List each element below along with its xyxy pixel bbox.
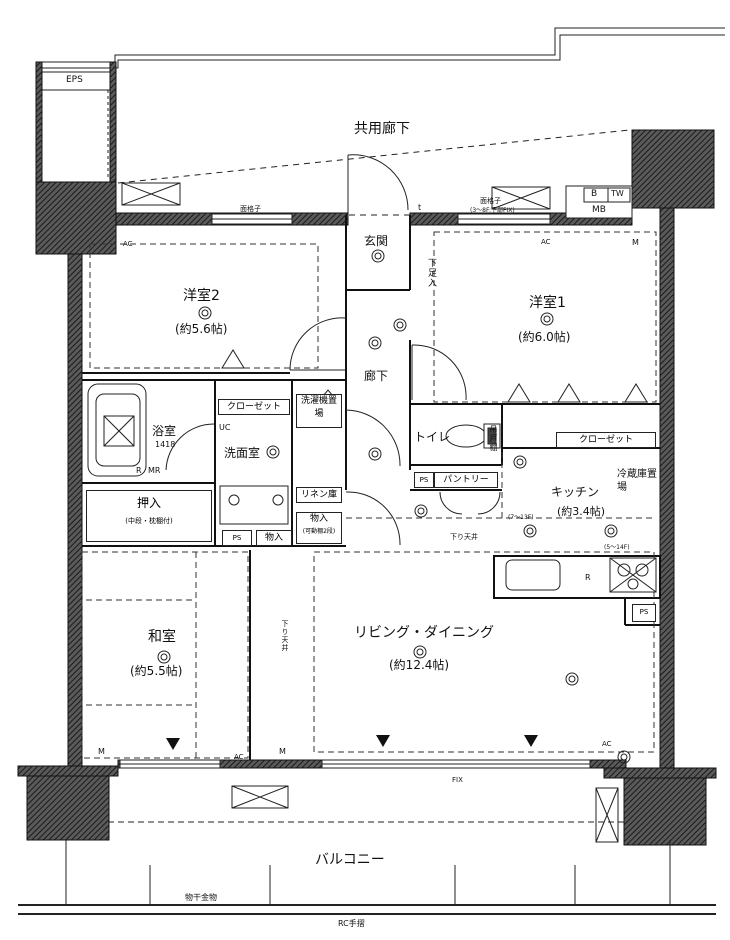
- m-label-japanese: M: [98, 747, 105, 756]
- mb-b-label: B: [591, 189, 598, 199]
- ac-label-japanese: AC: [234, 753, 244, 761]
- mr-label-bath: MR: [148, 466, 161, 475]
- ac-label-bedroom1: AC: [541, 238, 551, 246]
- storage-note: (可動棚2段): [302, 528, 336, 535]
- ceiling-note-b: (5～14F): [604, 544, 630, 551]
- ac-label-living: AC: [602, 740, 612, 748]
- r-label-kitchen: R: [585, 573, 591, 582]
- pantry: パントリー: [434, 472, 498, 488]
- fridge-space: 冷蔵庫置場: [617, 469, 657, 493]
- ps-pantry: PS: [414, 472, 434, 488]
- t-label: t: [418, 203, 422, 212]
- eps-box: [35, 61, 117, 191]
- drop-ceiling-label: 下り天井: [450, 533, 478, 541]
- living-name: リビング・ダイニング: [354, 625, 494, 641]
- toilet-name: トイレ: [414, 430, 451, 444]
- hanger-label: 物干金物: [185, 893, 217, 902]
- bedroom1-name: 洋室1: [529, 295, 566, 311]
- lattice-bedroom1-label: 面格子: [480, 197, 501, 205]
- mb-tw-label: TW: [611, 189, 624, 198]
- ps-kitchen: PS: [632, 604, 656, 622]
- storage-small: 物入: [256, 530, 292, 546]
- r-label-bath: R: [136, 466, 142, 475]
- balcony-structure: [18, 821, 716, 915]
- windows: [119, 213, 591, 769]
- linen-storage: リネン庫: [296, 487, 342, 503]
- sill-markers: [166, 735, 538, 750]
- entrance-name: 玄関: [364, 234, 389, 248]
- oshiire-label: 押入: [136, 496, 161, 510]
- fix-label: FIX: [452, 776, 463, 784]
- drop-ceiling-vertical: 下り天井: [281, 620, 289, 652]
- hallway-name: 廊下: [364, 369, 389, 383]
- uc-label: UC: [219, 423, 231, 432]
- storage-label: 物入: [309, 514, 328, 524]
- japanese-room-area: (約5.5帖): [130, 664, 183, 678]
- bedroom2-area: (約5.6帖): [175, 322, 228, 336]
- mb-label: MB: [592, 205, 606, 215]
- vent-boxes: [121, 182, 619, 843]
- kitchen-name: キッチン: [551, 485, 600, 499]
- ceiling-lights: [157, 249, 631, 764]
- ac-label-bedroom2: AC: [123, 240, 133, 248]
- corridor-label: 共用廊下: [354, 121, 410, 137]
- washbasin: [219, 485, 289, 525]
- room-outlines: [81, 231, 657, 760]
- eps-label: EPS: [66, 75, 83, 85]
- shoe-storage-label: 下足入: [426, 258, 436, 288]
- door-swings: [165, 154, 501, 546]
- oshiire-note: (中段・枕棚付): [125, 517, 173, 525]
- japanese-room-name: 和室: [148, 629, 176, 645]
- kitchen-area: (約3.4帖): [557, 505, 606, 518]
- m-label-bedroom1: M: [632, 238, 639, 247]
- toilet-fixture: [445, 423, 501, 449]
- storage-adjustable: 物入 (可動棚2段): [296, 512, 342, 544]
- lattice-bedroom1-note: (3～8F:下部FIX): [470, 207, 515, 214]
- bedroom2-name: 洋室2: [183, 288, 220, 304]
- closet-bedroom1: クローゼット: [556, 432, 656, 448]
- lattice-bedroom2-label: 面格子: [240, 205, 261, 213]
- living-area: (約12.4帖): [389, 658, 450, 672]
- bathtub: [87, 383, 147, 477]
- toilet-shelf-label: 吊戸棚: [489, 425, 498, 452]
- bath-name: 浴室: [152, 424, 177, 438]
- m-label-living: M: [279, 747, 286, 756]
- oshiire: 押入 (中段・枕棚付): [86, 490, 212, 542]
- bath-size: 1418: [155, 440, 176, 449]
- common-corridor: [40, 27, 725, 216]
- kitchen-fixtures: [505, 557, 657, 593]
- closet-bedroom2: クローゼット: [218, 399, 290, 415]
- rail-label: RC手摺: [338, 919, 365, 928]
- ps-wash: PS: [222, 530, 252, 546]
- balcony-name: バルコニー: [315, 852, 385, 868]
- washroom-name: 洗面室: [224, 446, 261, 460]
- washer-space: 洗濯機置場: [296, 394, 342, 428]
- meter-box: [565, 185, 633, 219]
- ceiling-note-a: (7～13F): [508, 514, 534, 521]
- bedroom1-area: (約6.0帖): [518, 330, 571, 344]
